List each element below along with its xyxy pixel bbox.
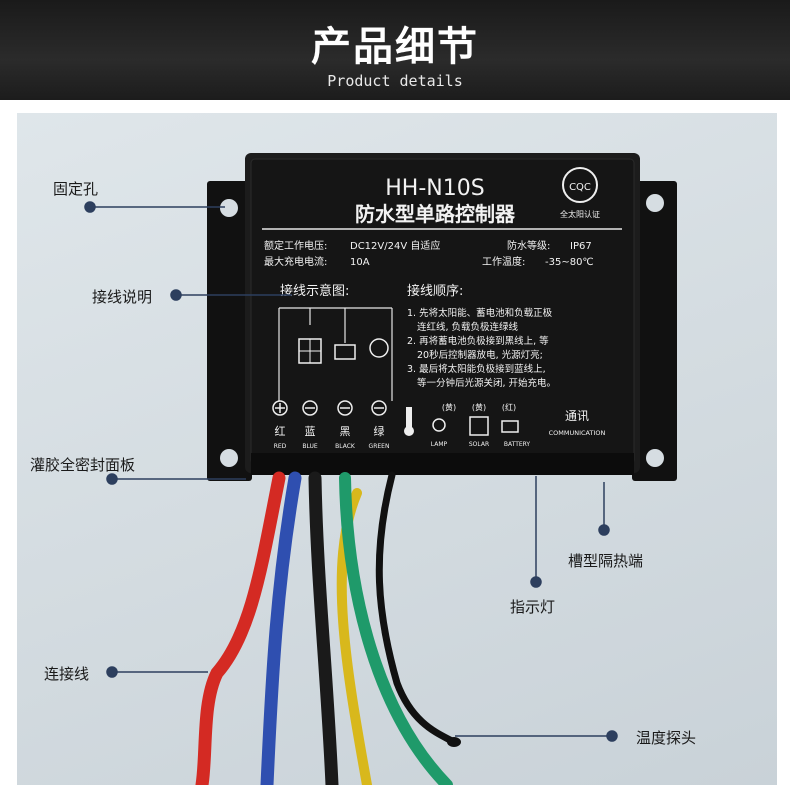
- mount-hole-icon: [220, 449, 238, 467]
- wire-label-en: RED: [274, 443, 287, 450]
- callout-sealed-panel: 灌胶全密封面板: [30, 456, 136, 474]
- mount-hole-icon: [646, 194, 664, 212]
- temperature-probe-tip: [447, 737, 461, 747]
- green-wire: [339, 472, 453, 785]
- spec-waterproof-value: IP67: [570, 241, 592, 252]
- lamp-icon: [369, 338, 389, 358]
- heat-sink-groove: [251, 453, 634, 475]
- controller-illustration: HH-N10S 防水型单路控制器 CQC 全太阳认证 额定工作电压: DC12V…: [195, 153, 677, 785]
- header-banner: 产品细节 Product details: [0, 0, 790, 100]
- left-mount-ear: [207, 181, 252, 481]
- temperature-probe-wire: [375, 471, 456, 745]
- spec-voltage-label: 额定工作电压:: [264, 239, 327, 252]
- comm-label-cn: 通讯: [565, 409, 589, 423]
- callout-indicator: 指示灯: [510, 598, 556, 616]
- mount-hole-icon: [646, 449, 664, 467]
- logo-caption: 全太阳认证: [560, 209, 600, 219]
- callout-mount-hole: 固定孔: [53, 180, 99, 198]
- logo-text: CQC: [569, 182, 591, 193]
- blue-wire: [260, 471, 302, 785]
- wire-label-cn: 绿: [374, 424, 385, 438]
- callout-cables: 连接线: [44, 665, 90, 683]
- connection-cables: [195, 471, 461, 785]
- order-line: 等一分钟后光源关闭, 开始充电。: [417, 377, 556, 389]
- comm-label-en: COMMUNICATION: [549, 429, 606, 437]
- spec-temp-value: -35~80℃: [545, 257, 594, 268]
- device-name: 防水型单路控制器: [355, 202, 516, 226]
- thermometer-icon: [406, 407, 412, 429]
- indicator-color: (红): [502, 402, 516, 412]
- red-wire: [195, 471, 286, 785]
- black-wire: [308, 471, 339, 785]
- page-subtitle: Product details: [327, 72, 463, 90]
- order-line: 连红线, 负载负极连绿线: [417, 321, 519, 333]
- wire-label-cn: 红: [275, 425, 286, 438]
- lamp-indicator-icon: [432, 418, 446, 432]
- order-line: 2. 再将蓄电池负极接到黑线上, 等: [407, 335, 549, 347]
- wire-label-en: BLUE: [302, 443, 318, 450]
- order-line: 20秒后控制器放电, 光源灯亮;: [417, 349, 543, 361]
- callout-heat-sink: 槽型隔热端: [568, 552, 644, 570]
- callout-temp-probe: 温度探头: [636, 729, 697, 747]
- battery-icon: [334, 344, 356, 360]
- spec-temp-label: 工作温度:: [482, 255, 525, 268]
- wire-label-en: BLACK: [335, 443, 356, 450]
- wire-label-cn: 黑: [340, 425, 351, 438]
- order-line: 3. 最后将太阳能负极接到蓝线上,: [407, 363, 546, 375]
- page-title: 产品细节: [311, 24, 479, 70]
- product-photo: HH-N10S 防水型单路控制器 CQC 全太阳认证 额定工作电压: DC12V…: [17, 113, 777, 785]
- spec-voltage-value: DC12V/24V 自适应: [350, 239, 440, 252]
- indicator-label: BATTERY: [504, 441, 531, 448]
- spec-current-value: 10A: [350, 257, 370, 268]
- wire-label-en: GREEN: [369, 443, 390, 450]
- wire-label-cn: 蓝: [305, 425, 316, 438]
- cqc-logo-icon: [562, 167, 598, 203]
- solar-indicator-icon: [469, 416, 489, 436]
- wiring-title: 接线示意图:: [280, 283, 349, 299]
- order-line: 1. 先将太阳能、蓄电池和负载正极: [407, 307, 553, 319]
- device-model: HH-N10S: [385, 176, 484, 201]
- order-title: 接线顺序:: [407, 283, 463, 299]
- indicator-color: (黄): [472, 402, 486, 412]
- terminal-icons: [272, 400, 387, 416]
- battery-indicator-icon: [501, 420, 519, 433]
- mount-hole-icon: [220, 199, 238, 217]
- indicator-color: (黄): [442, 402, 456, 412]
- indicator-label: SOLAR: [469, 441, 489, 448]
- right-mount-ear: [632, 181, 677, 481]
- indicator-label: LAMP: [431, 441, 448, 448]
- wiring-diagram-lines: [278, 307, 393, 401]
- spec-current-label: 最大充电电流:: [264, 255, 327, 268]
- callout-wiring-guide: 接线说明: [92, 288, 153, 306]
- spec-waterproof-label: 防水等级:: [507, 239, 550, 252]
- thermometer-bulb: [404, 426, 414, 436]
